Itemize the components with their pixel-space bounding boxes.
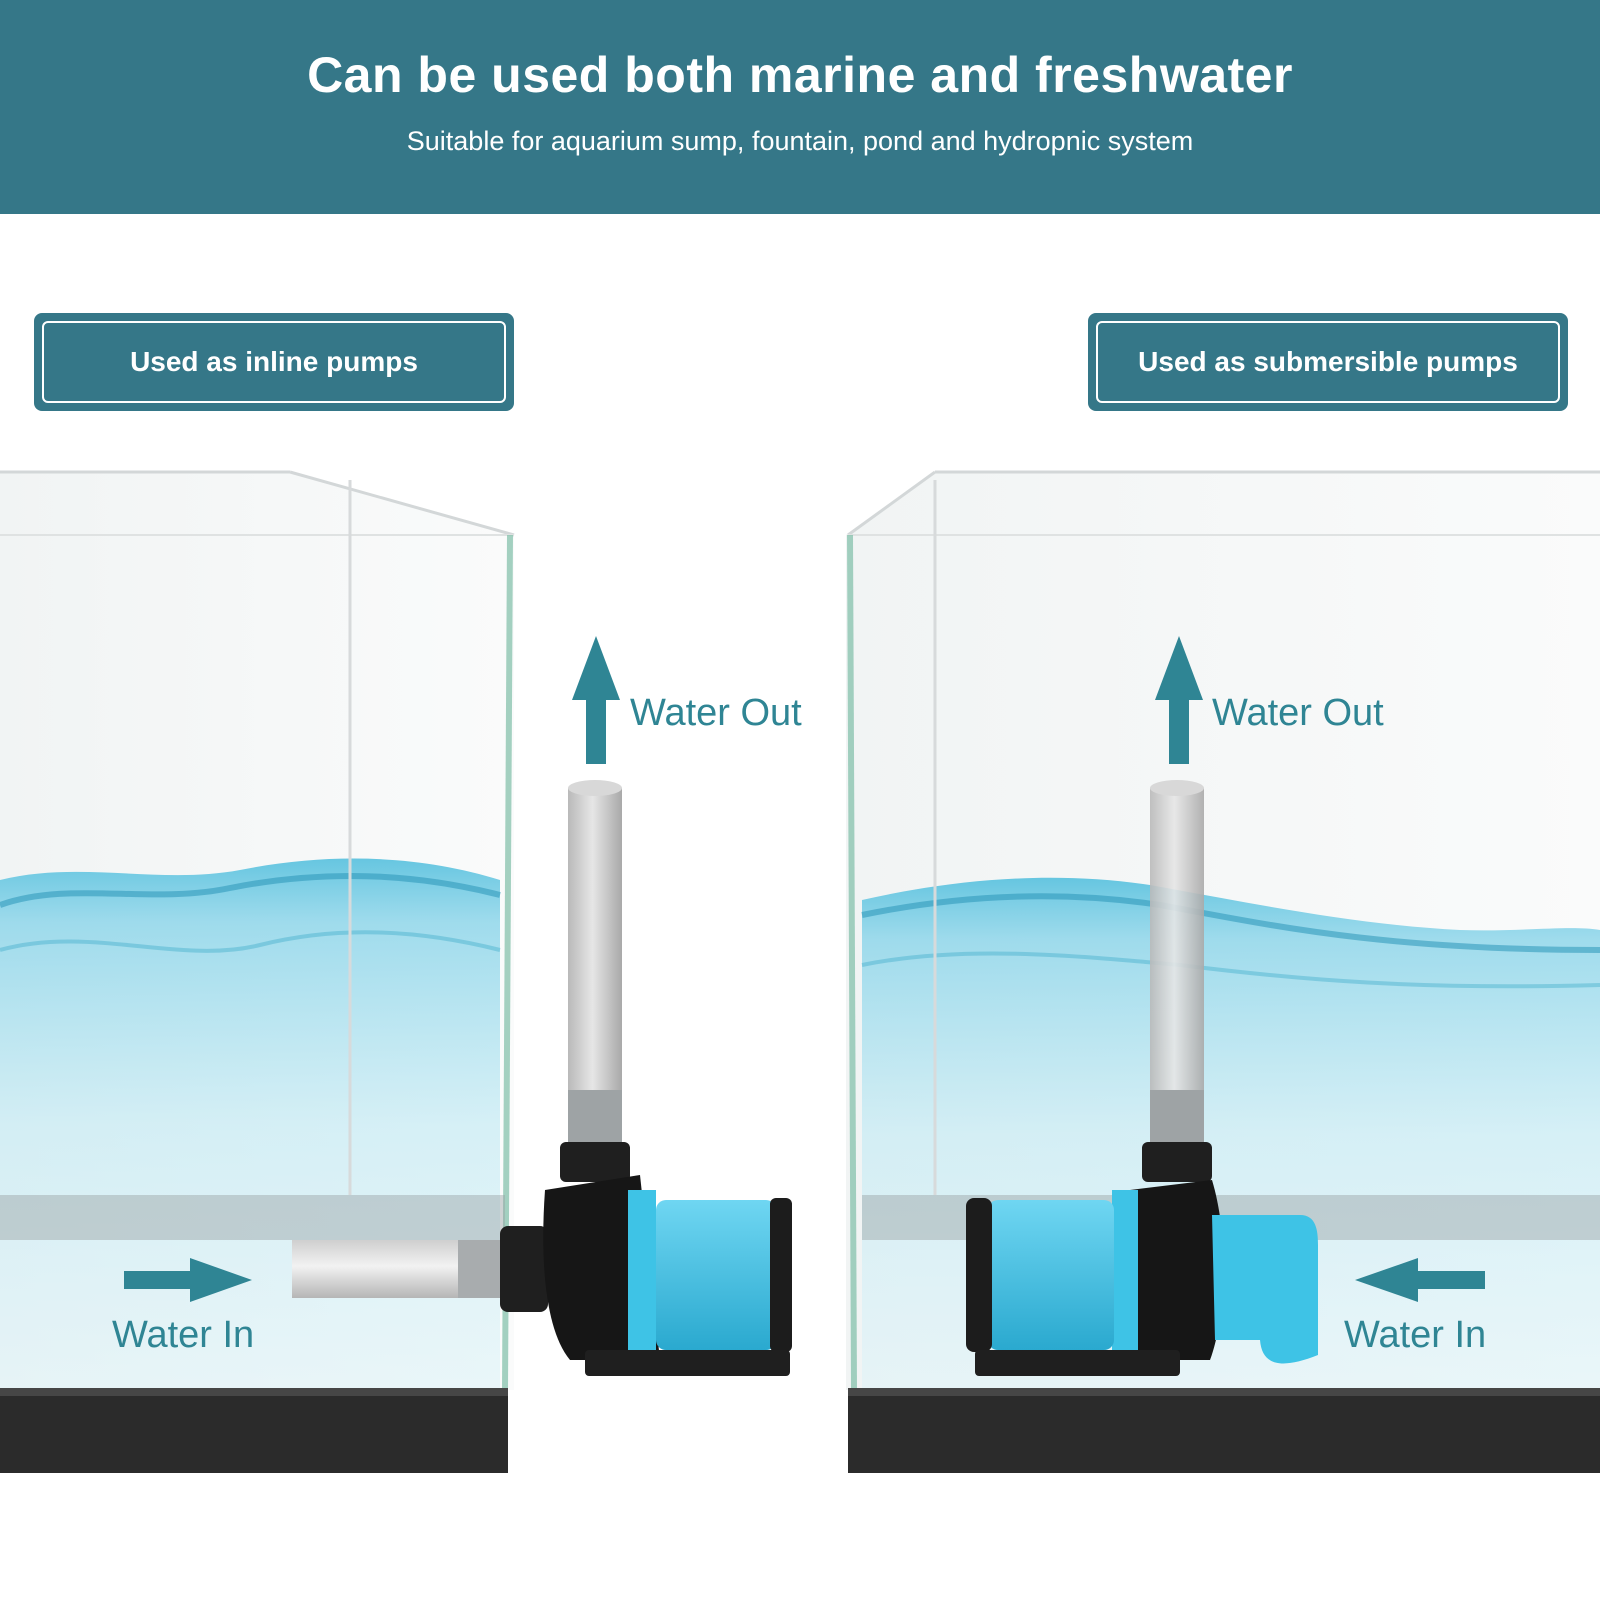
water-in-label-right: Water In	[1344, 1314, 1487, 1356]
header-banner: Can be used both marine and freshwater S…	[0, 0, 1600, 214]
page-subtitle: Suitable for aquarium sump, fountain, po…	[406, 126, 1194, 156]
water-out-label-right: Water Out	[1212, 692, 1384, 734]
water-in-label-left: Water In	[112, 1314, 255, 1356]
arrow-up-left-icon	[572, 636, 620, 764]
inline-mode-label: Used as inline pumps	[34, 313, 514, 411]
arrow-left-icon	[1355, 1258, 1485, 1302]
page-title: Can be used both marine and freshwater	[307, 47, 1293, 103]
inline-pump	[292, 780, 792, 1376]
submersible-pump	[966, 780, 1318, 1376]
arrow-up-right-icon	[1155, 636, 1203, 764]
left-tank	[0, 470, 515, 1473]
arrow-right-icon	[124, 1258, 252, 1302]
water-out-label-left: Water Out	[630, 692, 802, 734]
submersible-mode-label: Used as submersible pumps	[1088, 313, 1568, 411]
